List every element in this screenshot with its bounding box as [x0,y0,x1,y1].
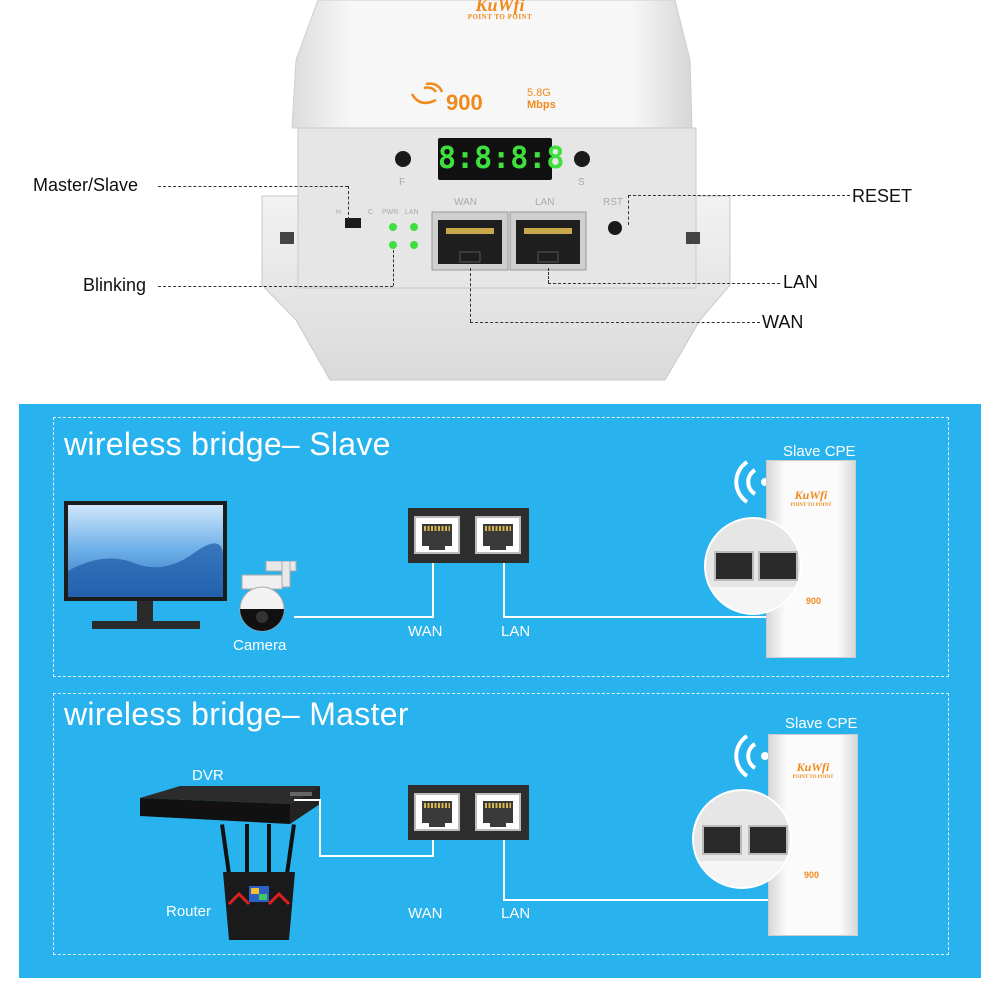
callout-blinking: Blinking [83,275,147,295]
slave-subpanel: wireless bridge– Slave [53,417,949,677]
cpe-brand: KuWfi [794,488,828,502]
wan-port [414,516,460,554]
port-magnifier [704,517,802,615]
master-lan-wire-h [503,899,783,901]
leader-blinking-rise [393,250,394,286]
leader-lan-rise [548,268,549,283]
seven-segment-display: 8:8:8:8 [438,141,565,176]
master-subpanel: wireless bridge– Master DVR Router [53,693,949,955]
leader-master-slave-drop [348,186,349,220]
master-wan-wire-v [432,840,434,857]
speed-unit: Mbps [527,99,556,111]
dvr-illustration [140,786,320,824]
device-diagram: KuWfi POINT TO POINT 900 5.8G Mbps 8:8:8… [0,0,1000,400]
master-wifi-signal-icon [734,734,769,778]
master-cpe-brand: KuWfi [796,760,830,774]
callout-wan: WAN [762,312,804,332]
wan-wire-v [432,563,434,618]
slave-title: wireless bridge– Slave [64,426,391,462]
cpe-brand-sub: POINT TO POINT [790,503,832,508]
label-pwr-led: PWR [382,209,399,216]
callout-reset: RESET [852,186,913,206]
camera-label: Camera [233,637,287,654]
speed-number: 900 [446,90,483,115]
master-poe-port-box [408,785,529,840]
router-label: Router [166,903,212,920]
master-cpe-speed: 900 [804,870,820,880]
master-cpe-brand-sub: POINT TO POINT [792,775,834,780]
dvr-wire-h1 [294,799,320,801]
label-lan-port: LAN [535,197,555,208]
lan-label: LAN [501,623,531,640]
leader-reset-drop [628,195,629,225]
cpe-speed: 900 [806,596,822,606]
callout-lan: LAN [783,272,819,292]
connection-diagrams-panel: wireless bridge– Slave [19,404,981,978]
master-lan-port [475,793,521,831]
leader-reset [628,195,850,196]
poe-port-box [408,508,529,563]
slave-cpe-label: Slave CPE [783,443,856,460]
cpe-device-illustration [261,0,731,381]
dvr-wire-v [319,799,321,857]
leader-master-slave [158,186,348,187]
master-cpe-label: Slave CPE [785,715,858,732]
label-h: H [336,209,342,216]
lan-port [475,516,521,554]
master-lan-wire-v [503,840,505,901]
leader-wan [470,322,760,323]
label-rst: RST [603,197,623,208]
label-s: S [578,177,585,188]
label-f: F [399,177,406,188]
speed-frequency: 5.8G [527,87,551,99]
dvr-wire-h2 [319,855,434,857]
wan-label: WAN [408,623,443,640]
monitor-illustration [64,501,227,629]
dvr-label: DVR [192,767,224,784]
camera-wire-h [294,616,432,618]
leader-wan-rise [470,268,471,322]
leader-blinking [158,286,393,287]
master-lan-label: LAN [501,905,531,922]
leader-lan [548,283,780,284]
lan-wire-v [503,563,505,618]
master-title: wireless bridge– Master [64,696,409,732]
master-wan-port [414,793,460,831]
brand-subtitle: POINT TO POINT [467,13,533,21]
brand-logo: KuWfi [475,0,525,15]
router-illustration [220,824,296,940]
ptz-camera-illustration [239,561,297,632]
lan-wire-h [503,616,783,618]
callout-master-slave: Master/Slave [33,175,139,195]
label-lan-led: LAN [405,209,419,216]
label-wan-port: WAN [454,197,477,208]
master-port-magnifier [692,789,792,889]
label-c: C [368,209,374,216]
master-wan-label: WAN [408,905,443,922]
